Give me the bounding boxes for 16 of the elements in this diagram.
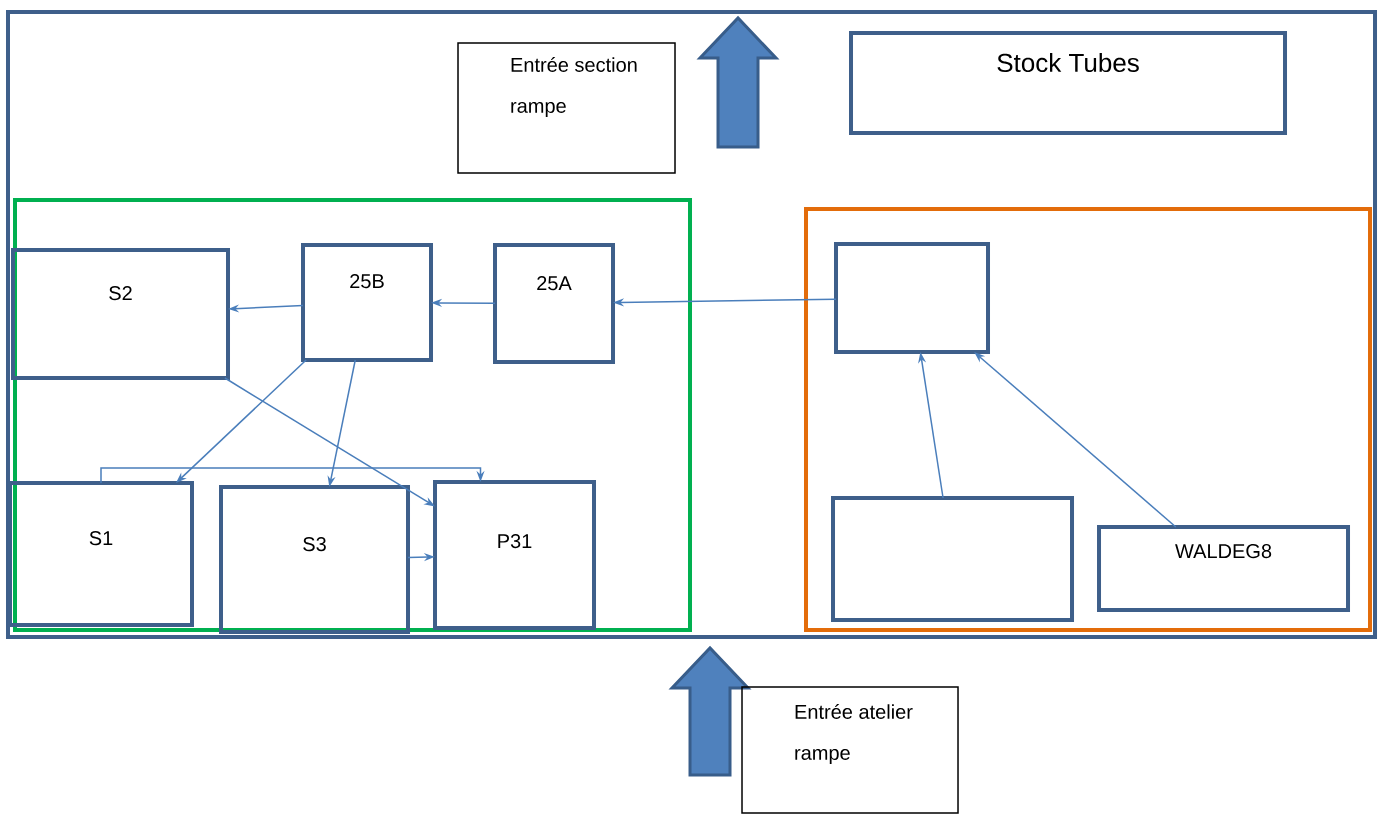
machine-box: 25A	[493, 243, 615, 364]
machine-box: 25B	[301, 243, 433, 362]
machine-box: P31	[433, 480, 596, 630]
machine-box: S2	[11, 248, 230, 380]
text-box: Entrée section rampe	[457, 42, 676, 174]
zone-outline	[804, 207, 1372, 632]
arrow	[100, 467, 485, 484]
machine-box: WALDEG8	[1097, 525, 1350, 612]
building-outline	[6, 10, 1377, 639]
text-box: Entrée atelier rampe	[741, 686, 959, 814]
machine-box: S3	[219, 485, 410, 634]
machine-box	[834, 242, 990, 354]
storage-box: Stock Tubes	[849, 31, 1287, 135]
machine-box: S1	[8, 481, 194, 627]
zone-outline	[13, 198, 692, 632]
machine-box	[831, 496, 1074, 622]
